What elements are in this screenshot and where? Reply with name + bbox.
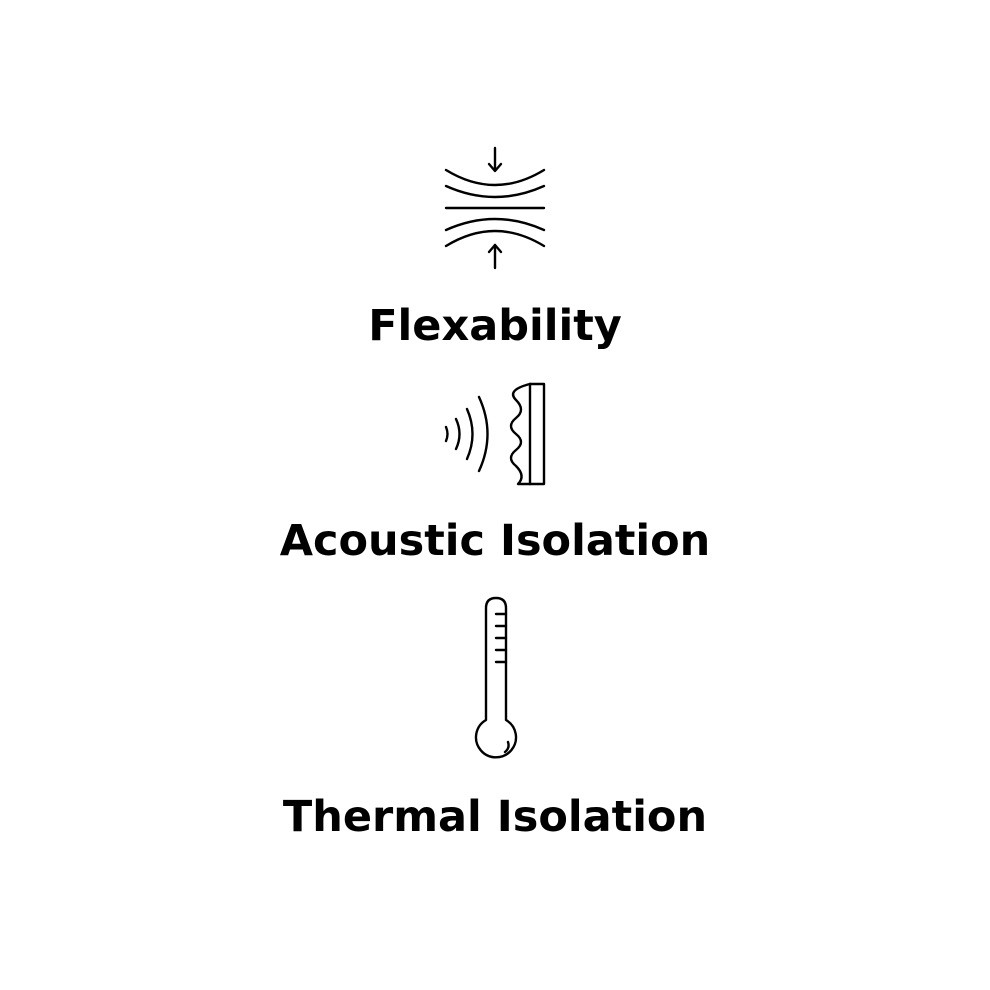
sound-wall-icon (444, 382, 546, 486)
feature-label-flexability: Flexability (368, 301, 622, 351)
thermometer-icon (474, 596, 518, 759)
feature-label-thermal-isolation: Thermal Isolation (282, 792, 708, 842)
feature-label-acoustic-isolation: Acoustic Isolation (279, 516, 711, 566)
compression-icon (444, 146, 546, 270)
